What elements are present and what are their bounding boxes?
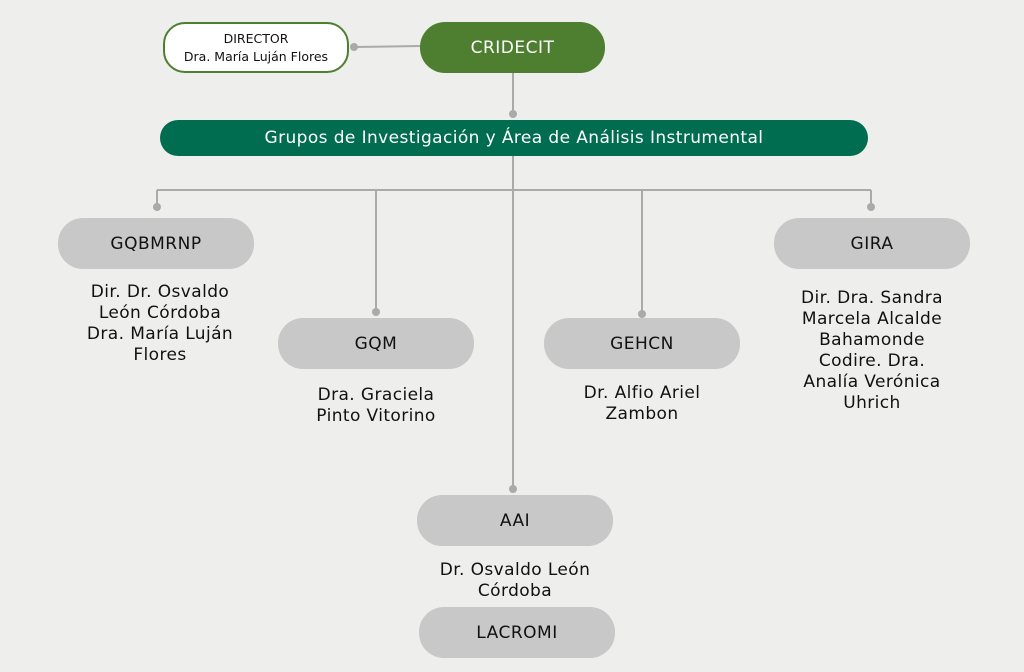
- connector-dot: [350, 43, 358, 51]
- group-node-gqbmrnp: GQBMRNP: [58, 218, 254, 269]
- group-node-gira: GIRA: [774, 218, 970, 269]
- connector-dot: [372, 308, 380, 316]
- group-node-aai: AAI: [417, 495, 613, 546]
- connector-dot: [509, 485, 517, 493]
- group-header-label: Grupos de Investigación y Área de Anális…: [264, 128, 764, 148]
- root-label: CRIDECIT: [470, 37, 555, 58]
- root-node: CRIDECIT: [420, 22, 605, 73]
- group-people-gqm: Dra. Graciela Pinto Vitorino: [316, 385, 436, 426]
- director-connector: [353, 45, 421, 48]
- group-people-aai: Dr. Osvaldo León Córdoba: [439, 560, 591, 601]
- director-role: DIRECTOR: [223, 30, 289, 46]
- group-header-node: Grupos de Investigación y Área de Anális…: [160, 120, 868, 156]
- group-node-gqm: GQM: [278, 318, 474, 369]
- director-box: DIRECTOR Dra. María Luján Flores: [163, 22, 349, 73]
- group-name: AAI: [499, 510, 531, 531]
- group-name: GEHCN: [610, 333, 674, 354]
- group-name: GIRA: [850, 233, 894, 254]
- group-people-gqbmrnp: Dir. Dr. Osvaldo León Córdoba Dra. María…: [86, 282, 234, 365]
- group-node-gehcn: GEHCN: [544, 318, 740, 369]
- director-name: Dra. María Luján Flores: [183, 48, 329, 64]
- group-name: GQBMRNP: [110, 233, 202, 254]
- group-people-gira: Dir. Dra. Sandra Marcela Alcalde Bahamon…: [801, 288, 943, 413]
- lab-label: LACROMI: [476, 622, 558, 643]
- group-name: GQM: [354, 333, 398, 354]
- connector-dot: [638, 310, 646, 318]
- connector-dot: [509, 110, 517, 118]
- lab-node-lacromi: LACROMI: [419, 607, 615, 658]
- connector-dot: [867, 203, 875, 211]
- connector-dot: [153, 203, 161, 211]
- group-people-gehcn: Dr. Alfio Ariel Zambon: [583, 383, 701, 424]
